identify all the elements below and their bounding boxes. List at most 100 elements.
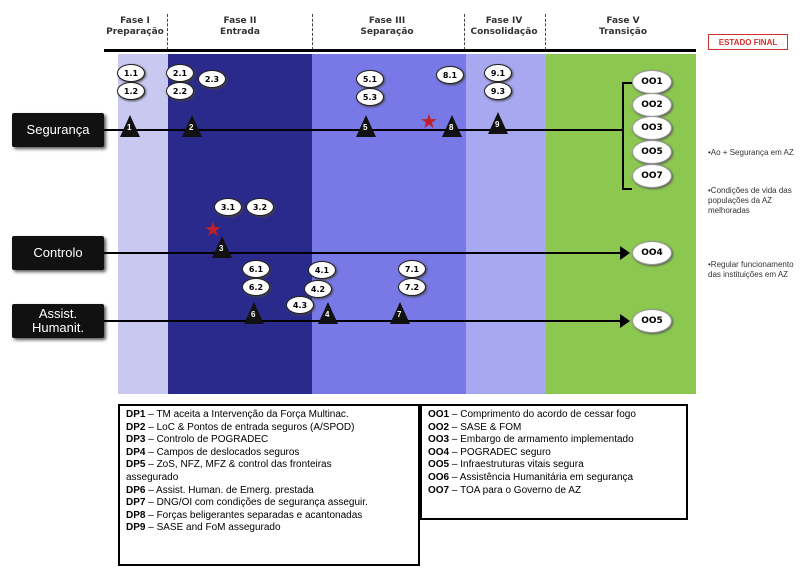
phase-3-title: Fase III [368,16,406,26]
phase-4-title: Fase IV [485,16,523,26]
decisive-point-oval: 1.2 [117,82,145,100]
legend-row: DP2 – LoC & Pontos de entrada seguros (A… [126,421,355,433]
lane-line-assist [104,320,624,322]
decisive-point-triangle: 7 [390,302,410,324]
triangle-label: 5 [363,123,368,132]
objective-oo7: OO7 [632,164,672,188]
star-icon: ★ [204,219,222,241]
legend-row: OO2 – SASE & FOM [428,421,522,433]
lane-controlo: Controlo [12,236,104,270]
legend-row: DP7 – DNG/OI com condições de segurança … [126,497,368,509]
phase-3-band [312,54,466,394]
phase-1-title: Fase I [120,16,150,26]
decisive-point-triangle: 6 [244,302,264,324]
decisive-point-oval: 7.2 [398,278,426,296]
arrow-head-icon [620,314,630,328]
decisive-point-oval: 6.2 [242,278,270,296]
phase-3-header: Fase III Separação [312,16,462,38]
decisive-point-triangle: 3 [212,236,232,258]
legend-row: OO3 – Embargo de armamento implementado [428,434,634,446]
triangle-label: 2 [189,123,194,132]
phase-5-header: Fase V Transição [548,16,698,38]
phase-divider [464,14,465,50]
legend-row: DP9 – SASE and FoM assegurado [126,522,281,534]
decisive-point-oval: 2.1 [166,64,194,82]
legend-row: DP8 – Forças beligerantes separadas e ac… [126,509,363,521]
phase-2-subtitle: Entrada [220,27,260,37]
decisive-point-oval: 6.1 [242,260,270,278]
decisive-point-oval: 8.1 [436,66,464,84]
legend-row: DP4 – Campos de deslocados seguros [126,446,300,458]
phase-4-band [466,54,546,394]
arrow-head-icon [620,246,630,260]
phase-5-band [546,54,696,394]
legend-decisive-points: DP1 – TM aceita a Intervenção da Força M… [118,404,420,566]
triangle-label: 1 [127,123,132,132]
decisive-point-oval: 3.2 [246,198,274,216]
phase-5-title: Fase V [606,16,640,26]
legend-objectives: OO1 – Comprimento do acordo de cessar fo… [420,404,688,520]
side-note: •Regular funcionamento das instituições … [708,260,794,279]
decisive-point-oval: 5.1 [356,70,384,88]
legend-row: OO4 – POGRADEC seguro [428,446,551,458]
triangle-label: 3 [219,244,224,253]
lane-line-controlo [104,252,624,254]
objective-oo5: OO5 [632,140,672,164]
triangle-label: 6 [251,310,256,319]
decisive-point-oval: 2.2 [166,82,194,100]
legend-row: OO5 – Infraestruturas vitais segura [428,459,584,471]
phase-1-band [118,54,168,394]
triangle-label: 8 [449,123,454,132]
phase-divider [167,14,168,50]
phase-2-title: Fase II [223,16,257,26]
decisive-point-oval: 7.1 [398,260,426,278]
objective-oo2: OO2 [632,93,672,117]
objective-oo5-assist: OO5 [632,309,672,333]
triangle-label: 4 [325,310,330,319]
objective-oo1: OO1 [632,70,672,94]
decisive-point-oval: 4.1 [308,261,336,279]
decisive-point-triangle: 2 [182,115,202,137]
phase-4-header: Fase IV Consolidação [466,16,542,38]
triangle-label: 9 [495,120,500,129]
phase-4-subtitle: Consolidação [470,27,538,37]
legend-row: DP5 – ZoS, NFZ, MFZ & control das fronte… [126,459,332,471]
objective-oo4: OO4 [632,241,672,265]
objective-oo3: OO3 [632,116,672,140]
phase-2-band [168,54,312,394]
legend-row: DP3 – Controlo de POGRADEC [126,434,269,446]
phase-divider [312,14,313,50]
triangle-label: 7 [397,310,402,319]
legend-row: DP1 – TM aceita a Intervenção da Força M… [126,409,349,420]
decisive-point-oval: 1.1 [117,64,145,82]
lane-assist: Assist. Humanit. [12,304,104,338]
phase-3-subtitle: Separação [360,27,414,37]
side-note: •Condições de vida das populações da AZ … [708,186,792,215]
decisive-point-triangle: 4 [318,302,338,324]
header-rule [104,49,696,52]
decisive-point-oval: 9.1 [484,64,512,82]
phase-2-header: Fase II Entrada [170,16,310,38]
phase-divider [545,14,546,50]
end-state-label: ESTADO FINAL [708,34,788,50]
phase-1-header: Fase I Preparação [104,16,166,38]
objectives-bracket [622,82,632,190]
lane-seguranca: Segurança [12,113,104,147]
legend-row: OO1 – Comprimento do acordo de cessar fo… [428,409,636,420]
decisive-point-triangle: 9 [488,112,508,134]
phase-1-subtitle: Preparação [106,27,164,37]
legend-row: DP6 – Assist. Human. de Emerg. prestada [126,484,314,496]
legend-row: assegurado [126,471,179,483]
decisive-point-triangle: 5 [356,115,376,137]
decisive-point-triangle: 8 [442,115,462,137]
decisive-point-oval: 5.3 [356,88,384,106]
legend-row: OO6 – Assistência Humanitária em seguran… [428,471,634,483]
decisive-point-oval: 3.1 [214,198,242,216]
decisive-point-oval: 2.3 [198,70,226,88]
decisive-point-triangle: 1 [120,115,140,137]
decisive-point-oval: 9.3 [484,82,512,100]
side-note: •Ao + Segurança em AZ [708,148,794,157]
legend-row: OO7 – TOA para o Governo de AZ [428,484,582,496]
phase-5-subtitle: Transição [598,27,648,37]
decisive-point-oval: 4.2 [304,280,332,298]
